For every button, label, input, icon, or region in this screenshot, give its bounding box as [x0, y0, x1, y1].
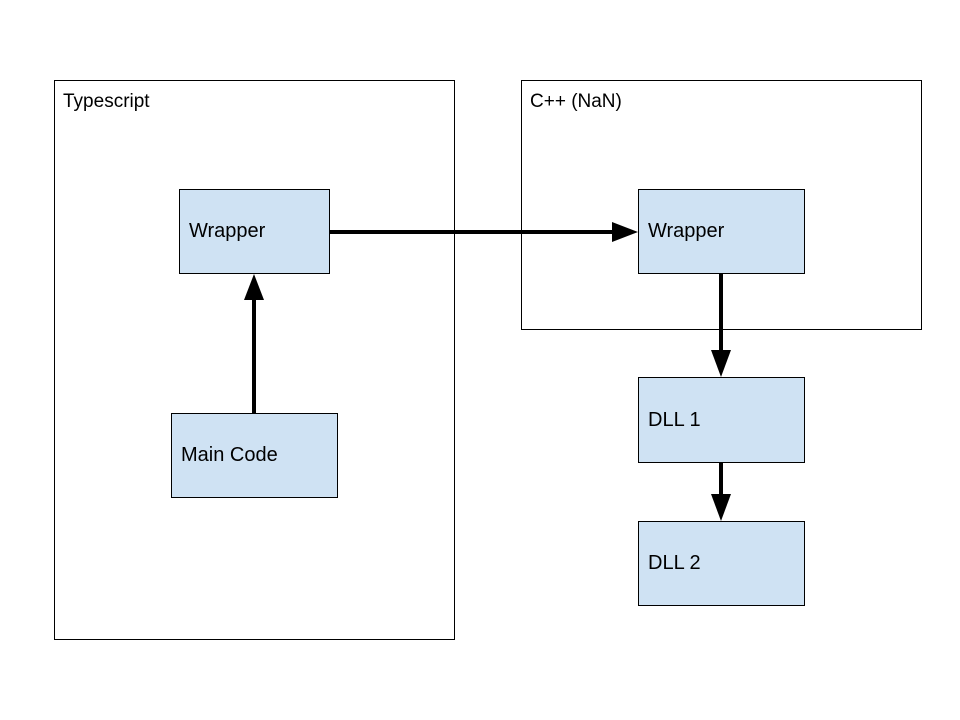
typescript-wrapper-node: Wrapper — [179, 189, 330, 274]
arrowhead-up-icon — [244, 274, 264, 300]
dll1-label: DLL 1 — [648, 408, 701, 431]
cpp-wrapper-node: Wrapper — [638, 189, 805, 274]
typescript-container-label: Typescript — [63, 91, 150, 112]
dll2-node: DLL 2 — [638, 521, 805, 606]
arrowhead-down-icon — [711, 494, 731, 521]
arrowhead-down-icon — [711, 350, 731, 377]
cpp-nan-container-label: C++ (NaN) — [530, 91, 622, 112]
main-code-label: Main Code — [181, 444, 278, 466]
cpp-wrapper-label: Wrapper — [648, 220, 725, 242]
main-code-node: Main Code — [171, 413, 338, 498]
typescript-container: Typescript — [54, 80, 455, 640]
typescript-wrapper-label: Wrapper — [189, 220, 266, 242]
arrowhead-right-icon — [612, 222, 638, 242]
dll1-node: DLL 1 — [638, 377, 805, 463]
dll2-label: DLL 2 — [648, 552, 701, 574]
